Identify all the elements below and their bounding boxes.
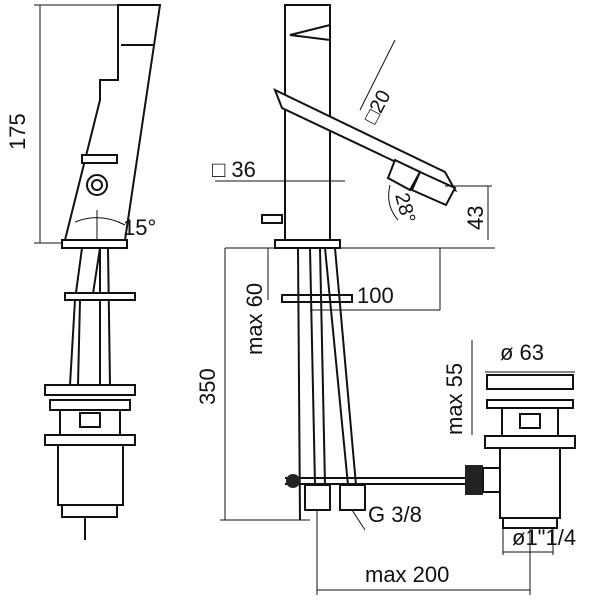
side-view: 175 15°	[5, 4, 162, 540]
dim-height-175: 175	[5, 113, 30, 150]
dim-angle-15: 15°	[123, 215, 156, 240]
lever-pivot	[86, 174, 108, 196]
faucet-body-side	[63, 4, 162, 241]
deck-plate	[64, 292, 136, 301]
dim-drain-max: max 55	[442, 363, 467, 435]
dim-body-square: □ 36	[212, 157, 256, 182]
dim-max-deck: max 60	[242, 283, 267, 355]
dim-drain-thread: ø1"1/4	[512, 525, 576, 550]
drain-lever-nut	[465, 465, 483, 495]
dim-spout-angle: 28°	[390, 191, 419, 226]
front-view: □20 28° 43 □ 36 max 60 100 350 G 3/8 m	[195, 4, 530, 595]
drain-view: ø 63 max 55 ø1"1/4	[442, 340, 576, 595]
dim-spout-square: □20	[360, 87, 396, 128]
dim-hose-length: 350	[195, 368, 220, 405]
dim-hole: 100	[357, 283, 394, 308]
dim-spout-height: 43	[463, 206, 488, 230]
dim-max-distance: max 200	[365, 562, 449, 587]
rod-knob	[286, 474, 300, 488]
dim-hose-thread: G 3/8	[368, 502, 422, 527]
dim-drain-diameter: ø 63	[500, 340, 544, 365]
